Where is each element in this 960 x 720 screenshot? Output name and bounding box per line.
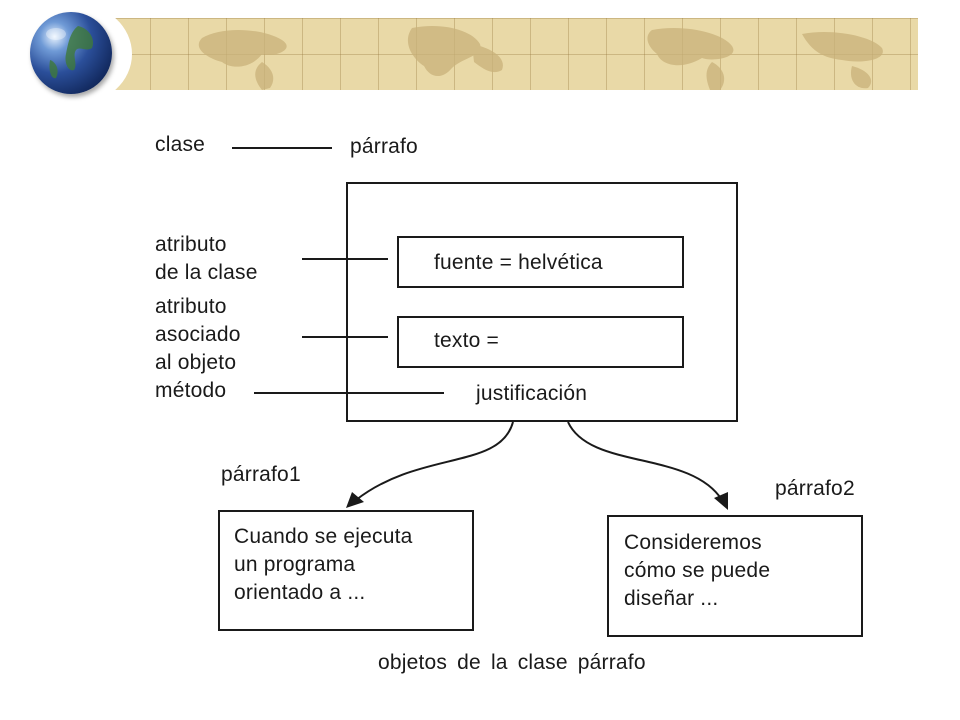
world-map-banner xyxy=(112,18,918,90)
arrowhead-object2 xyxy=(714,492,728,510)
world-map-decoration xyxy=(198,25,883,90)
attribute-object-label: atributo asociado al objeto xyxy=(155,294,241,378)
arrowhead-object1 xyxy=(346,492,364,508)
object2-text: Consideremos cómo se puede diseñar ... xyxy=(624,530,770,614)
arrow-to-object1 xyxy=(355,421,514,501)
attribute-object-box xyxy=(397,316,684,368)
object1-box xyxy=(218,510,474,631)
method-connector xyxy=(254,392,444,394)
object2-box xyxy=(607,515,863,637)
object2-text-line-3: diseñar ... xyxy=(624,587,719,610)
object1-text-line-2: un programa xyxy=(234,553,356,576)
object1-text: Cuando se ejecuta un programa orientado … xyxy=(234,524,413,608)
method-value: justificación xyxy=(476,382,588,405)
attribute-class-label: atributo de la clase xyxy=(155,232,258,288)
attribute-class-connector xyxy=(302,258,388,260)
method-label: método xyxy=(155,379,227,402)
object2-text-line-1: Consideremos xyxy=(624,531,762,554)
arrow-to-object2 xyxy=(567,421,723,501)
class-label: clase xyxy=(155,133,206,156)
attribute-class-label-line-2: de la clase xyxy=(155,261,258,284)
object2-name: párrafo2 xyxy=(775,477,855,500)
attribute-class-value: fuente = helvética xyxy=(434,251,603,274)
object1-text-line-1: Cuando se ejecuta xyxy=(234,525,413,548)
class-label-line xyxy=(232,147,332,149)
object2-text-line-2: cómo se puede xyxy=(624,559,771,582)
attribute-object-value: texto = xyxy=(434,329,500,352)
object1-text-line-3: orientado a ... xyxy=(234,581,366,604)
attribute-object-connector xyxy=(302,336,388,338)
attribute-object-label-line-1: atributo xyxy=(155,295,227,318)
attribute-object-label-line-2: asociado xyxy=(155,323,241,346)
attribute-object-label-line-3: al objeto xyxy=(155,351,237,374)
diagram-caption: objetos de la clase párrafo xyxy=(378,651,646,674)
attribute-class-box xyxy=(397,236,684,288)
object1-name: párrafo1 xyxy=(221,463,301,486)
class-box xyxy=(346,182,738,422)
class-name: párrafo xyxy=(350,135,418,158)
attribute-class-label-line-1: atributo xyxy=(155,233,227,256)
globe-icon xyxy=(30,12,112,94)
